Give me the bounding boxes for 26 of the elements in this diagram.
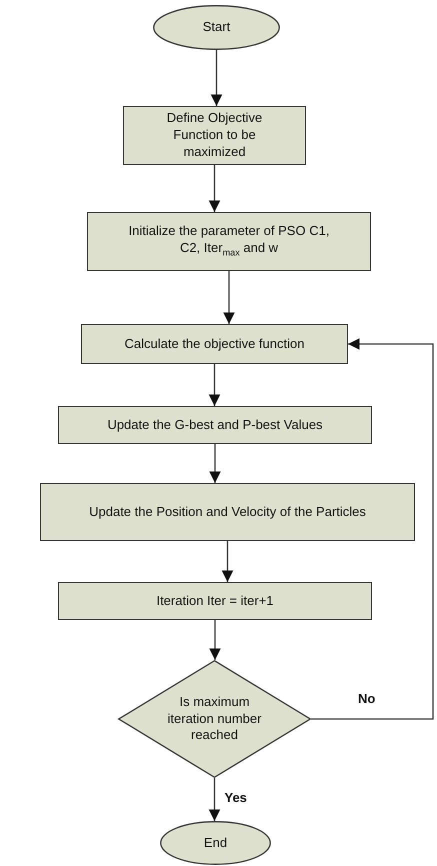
- process-box: [58, 406, 372, 444]
- arrow: [222, 541, 234, 582]
- process-box: [87, 212, 371, 271]
- process-box: [40, 483, 415, 541]
- step-text: Iteration Iter = iter+1: [155, 592, 275, 610]
- step-text: End: [202, 834, 228, 852]
- process-box: [123, 106, 306, 165]
- edge-label: No: [356, 691, 378, 706]
- arrow: [223, 271, 235, 324]
- process-box: [58, 582, 372, 620]
- arrow: [209, 620, 221, 660]
- arrow: [208, 778, 220, 821]
- arrow: [208, 165, 220, 212]
- step-text: Update the G-best and P-best Values: [106, 416, 324, 434]
- step-text: Update the Position and Velocity of the Particles: [88, 504, 367, 520]
- edge-label: Yes: [222, 790, 249, 805]
- arrow: [209, 444, 221, 483]
- process-box: [81, 324, 348, 364]
- decision-text: Is maximum iteration number reached: [166, 694, 262, 744]
- arrow: [208, 364, 220, 406]
- step-text: Define Objective Function to be maximized: [166, 110, 264, 161]
- arrow: [311, 338, 434, 720]
- step-text: Start: [202, 19, 232, 36]
- arrow: [210, 50, 222, 106]
- step-text: Initialize the parameter of PSO C1, C2, Iter$_{max}$ and w: [128, 223, 330, 260]
- step-text: Calculate the objective function: [124, 336, 306, 352]
